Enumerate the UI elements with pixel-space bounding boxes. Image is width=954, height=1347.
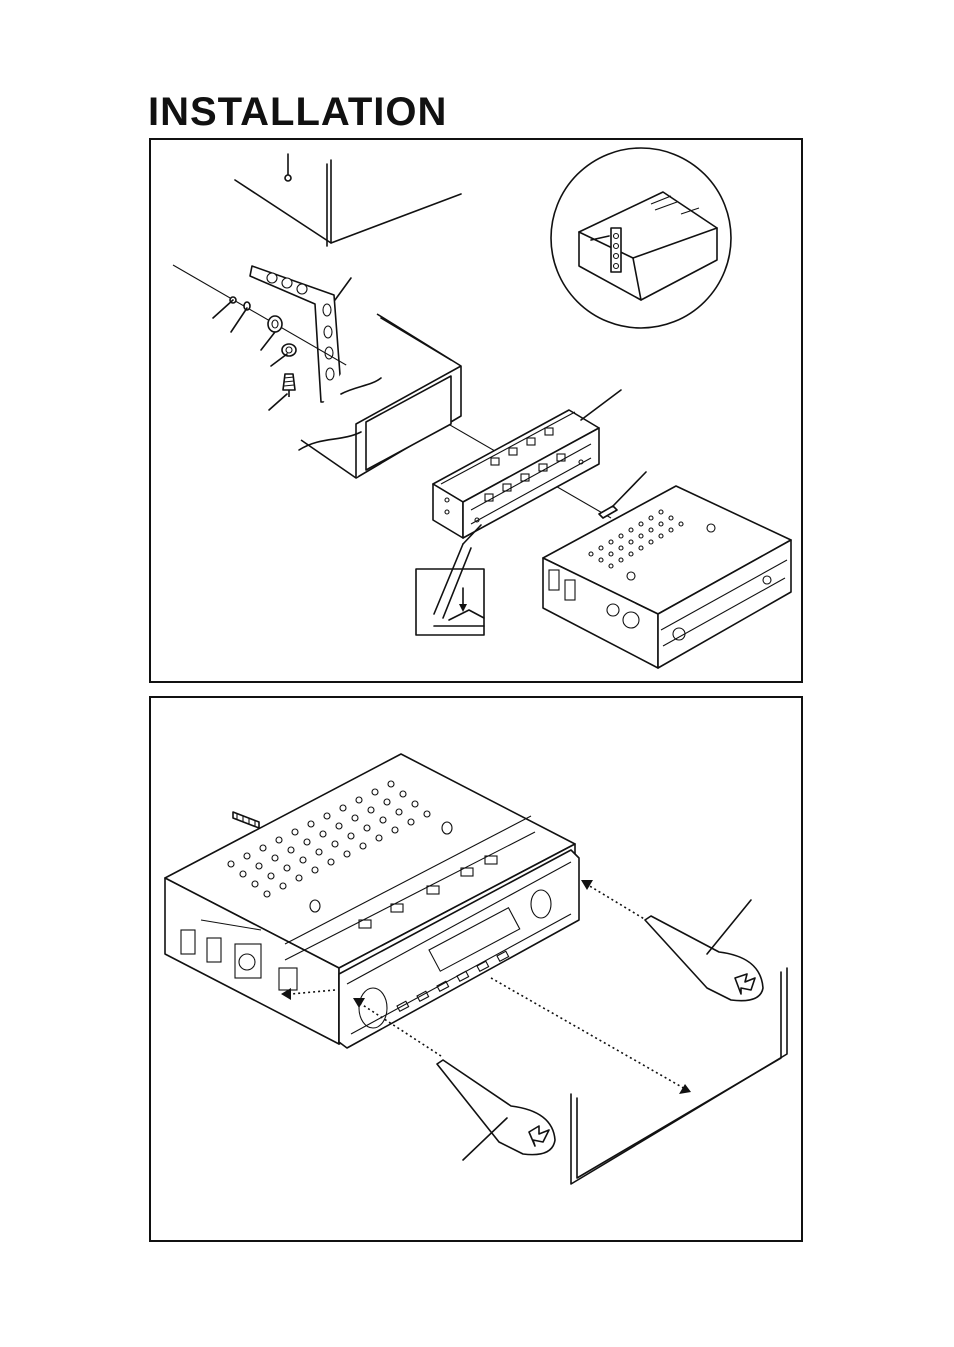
- release-key-lower: [437, 1060, 555, 1160]
- head-unit-large: [165, 754, 579, 1048]
- dashboard-corner: [235, 154, 461, 246]
- tab-bend-detail: [416, 525, 484, 635]
- zoom-detail-circle: [551, 148, 731, 328]
- release-key-upper: [645, 900, 763, 1001]
- sleeve-mounting-illustration: [151, 140, 801, 681]
- u-release-tool: [571, 968, 787, 1184]
- perforated-strap: [250, 266, 341, 402]
- page-title: INSTALLATION: [148, 88, 447, 136]
- head-unit: [543, 486, 791, 668]
- installation-diagram-bottom: [149, 696, 803, 1242]
- installation-diagram-top: [149, 138, 803, 683]
- unit-removal-illustration: [151, 698, 801, 1240]
